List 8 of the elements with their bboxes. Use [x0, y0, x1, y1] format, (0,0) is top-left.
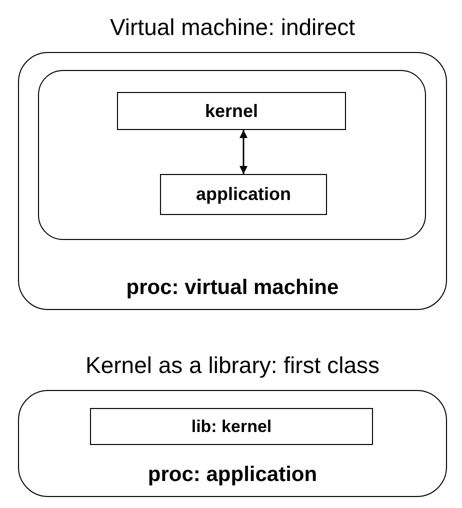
group-label: proc: virtual machine: [126, 276, 339, 300]
double-arrow: [240, 130, 248, 174]
process-box: kernel: [117, 92, 346, 130]
process-box: lib: kernel: [90, 408, 373, 445]
group-heading: Virtual machine: indirect: [110, 14, 356, 41]
process-box: application: [160, 174, 327, 215]
group-heading: Kernel as a library: first class: [86, 352, 380, 379]
group-label: proc: application: [148, 463, 318, 487]
